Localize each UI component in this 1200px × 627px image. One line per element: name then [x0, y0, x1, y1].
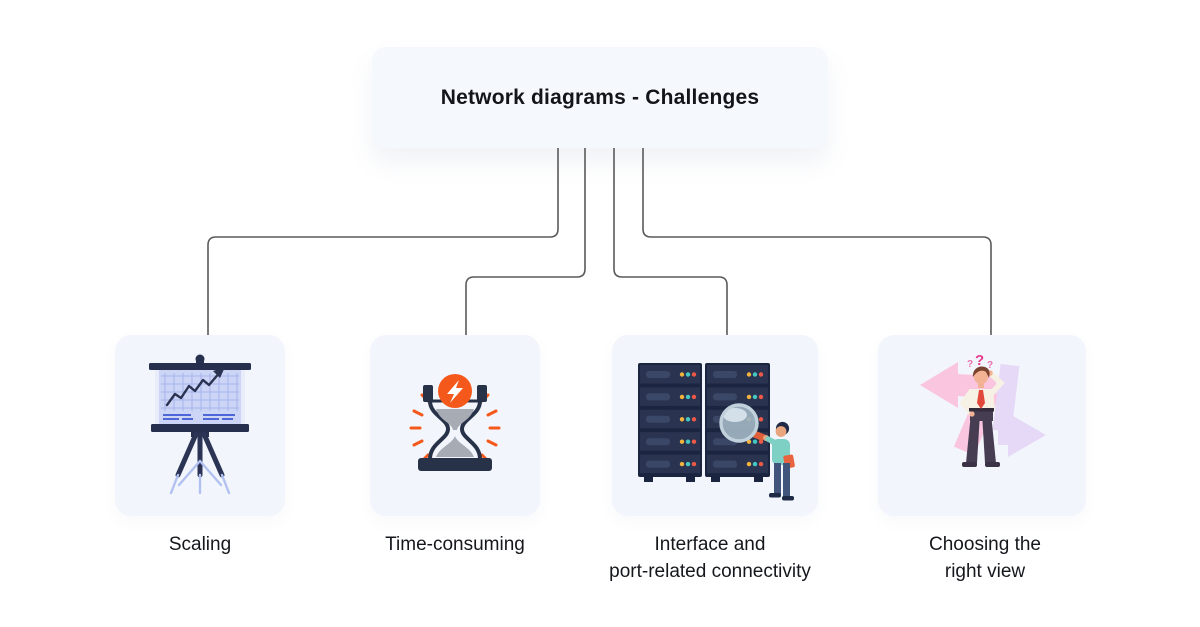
right-direction-arrow — [992, 363, 1046, 457]
confused-person: ? ? ? — [959, 352, 1005, 467]
svg-text:?: ? — [987, 360, 993, 371]
magnifier-icon — [719, 403, 766, 443]
server-rack-inspection-icon — [638, 363, 795, 501]
root-node-title: Network diagrams - Challenges — [440, 85, 760, 109]
connector-to-interface — [613, 148, 728, 336]
challenge-label-right-view: Choosing the right view — [929, 534, 1041, 582]
challenge-label-scaling: Scaling — [168, 534, 232, 555]
root-node: Network diagrams - Challenges — [372, 47, 828, 148]
challenge-card-right-view: ? ? ? — [878, 335, 1086, 516]
connector-to-scaling — [207, 148, 559, 336]
hourglass-deadline-icon — [409, 374, 501, 471]
challenge-card-scaling — [115, 335, 285, 516]
confused-person-direction-arrows-icon: ? ? ? — [920, 352, 1046, 467]
technician-person — [763, 421, 795, 501]
svg-text:?: ? — [975, 352, 984, 369]
growth-chart-presentation-icon — [149, 354, 251, 495]
challenge-card-interface-connectivity — [612, 335, 818, 516]
connector-to-right-view — [642, 148, 992, 336]
connector-to-time-consuming — [465, 148, 586, 336]
challenge-label-time-consuming: Time-consuming — [385, 534, 525, 555]
challenge-card-time-consuming — [370, 335, 540, 516]
challenge-label-interface-connectivity: Interface and port-related connectivity — [609, 534, 811, 582]
svg-text:?: ? — [967, 359, 973, 370]
